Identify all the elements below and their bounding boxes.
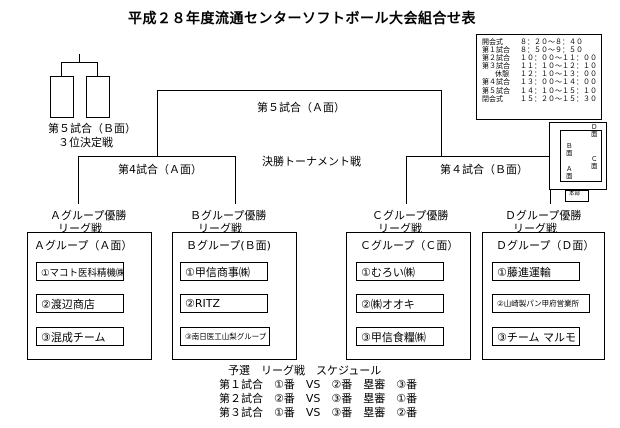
field-hq-label: 本部 <box>569 191 581 197</box>
third-place-slot-2 <box>86 76 110 118</box>
field-b-label: Ｂ 面 <box>566 142 573 157</box>
third-place-label: 第５試合（Ｂ面） <box>48 122 136 135</box>
field-map-inner <box>560 130 602 182</box>
semifinal-left-label: 第4試合（Ａ面） <box>118 163 202 176</box>
page-title: 平成２８年度流通センターソフトボール大会組合せ表 <box>128 11 476 27</box>
group-c-team-1: ①むろい㈱ <box>356 262 444 281</box>
field-d-label: Ｄ 面 <box>591 123 598 138</box>
third-place-sublabel: ３位決定戦 <box>58 136 113 149</box>
group-a-league-label: リーグ戦 <box>58 222 102 235</box>
group-b-league-label: リーグ戦 <box>198 222 242 235</box>
tournament-subtitle: 決勝トーナメント戦 <box>262 155 361 168</box>
semifinal-right-label: 第４試合（Ｂ面） <box>440 163 528 176</box>
group-a-team-1: ①マコト医科精機㈱ <box>36 262 124 281</box>
group-c-title: Ｃグループ（Ｃ面） <box>360 239 459 252</box>
league-header: 予選 リーグ戦 スケジュール <box>228 364 382 377</box>
league-row-1: 第１試合 ①番 VS ②番 塁審 ③番 <box>219 378 418 391</box>
field-a-label: Ａ 面 <box>566 165 573 180</box>
group-a-title: Ａグループ（Ａ面） <box>34 239 133 252</box>
league-row-2: 第２試合 ②番 VS ③番 塁審 ①番 <box>219 392 418 405</box>
third-place-slot-1 <box>50 76 74 118</box>
group-d-league-label: リーグ戦 <box>513 222 557 235</box>
group-d-team-3: ③チーム マルモ <box>492 327 580 346</box>
group-b-team-2: ②RITZ <box>180 294 268 313</box>
group-c-team-3: ③甲信食糧㈱ <box>356 327 444 346</box>
group-a-team-2: ②渡辺商店 <box>36 294 124 313</box>
group-d-team-1: ①藤進運輸 <box>492 262 580 281</box>
field-hq-box <box>565 190 589 202</box>
final-label: 第５試合（Ａ面） <box>257 101 345 114</box>
group-a-team-3: ③混成チーム <box>36 327 124 346</box>
group-c-team-2: ②㈱オオキ <box>356 294 444 313</box>
group-b-team-1: ①甲信商事㈱ <box>180 262 268 281</box>
group-b-winner-label: Ｂグループ優勝 <box>190 209 267 222</box>
group-d-winner-label: Ｄグループ優勝 <box>505 209 582 222</box>
group-c-winner-label: Ｃグループ優勝 <box>372 209 449 222</box>
group-d-title: Ｄグループ（Ｄ面） <box>496 239 595 252</box>
field-c-label: Ｃ 面 <box>591 155 598 170</box>
group-b-title: Ｂグループ(Ｂ面) <box>186 239 271 252</box>
group-c-league-label: リーグ戦 <box>378 222 422 235</box>
group-b-team-3: ③南日医工山梨グループ <box>180 327 270 346</box>
league-row-3: 第３試合 ①番 VS ③番 塁審 ②番 <box>219 406 418 419</box>
group-a-winner-label: Ａグループ優勝 <box>50 209 127 222</box>
group-d-team-2: ②山崎製パン甲府営業所 <box>492 294 590 313</box>
